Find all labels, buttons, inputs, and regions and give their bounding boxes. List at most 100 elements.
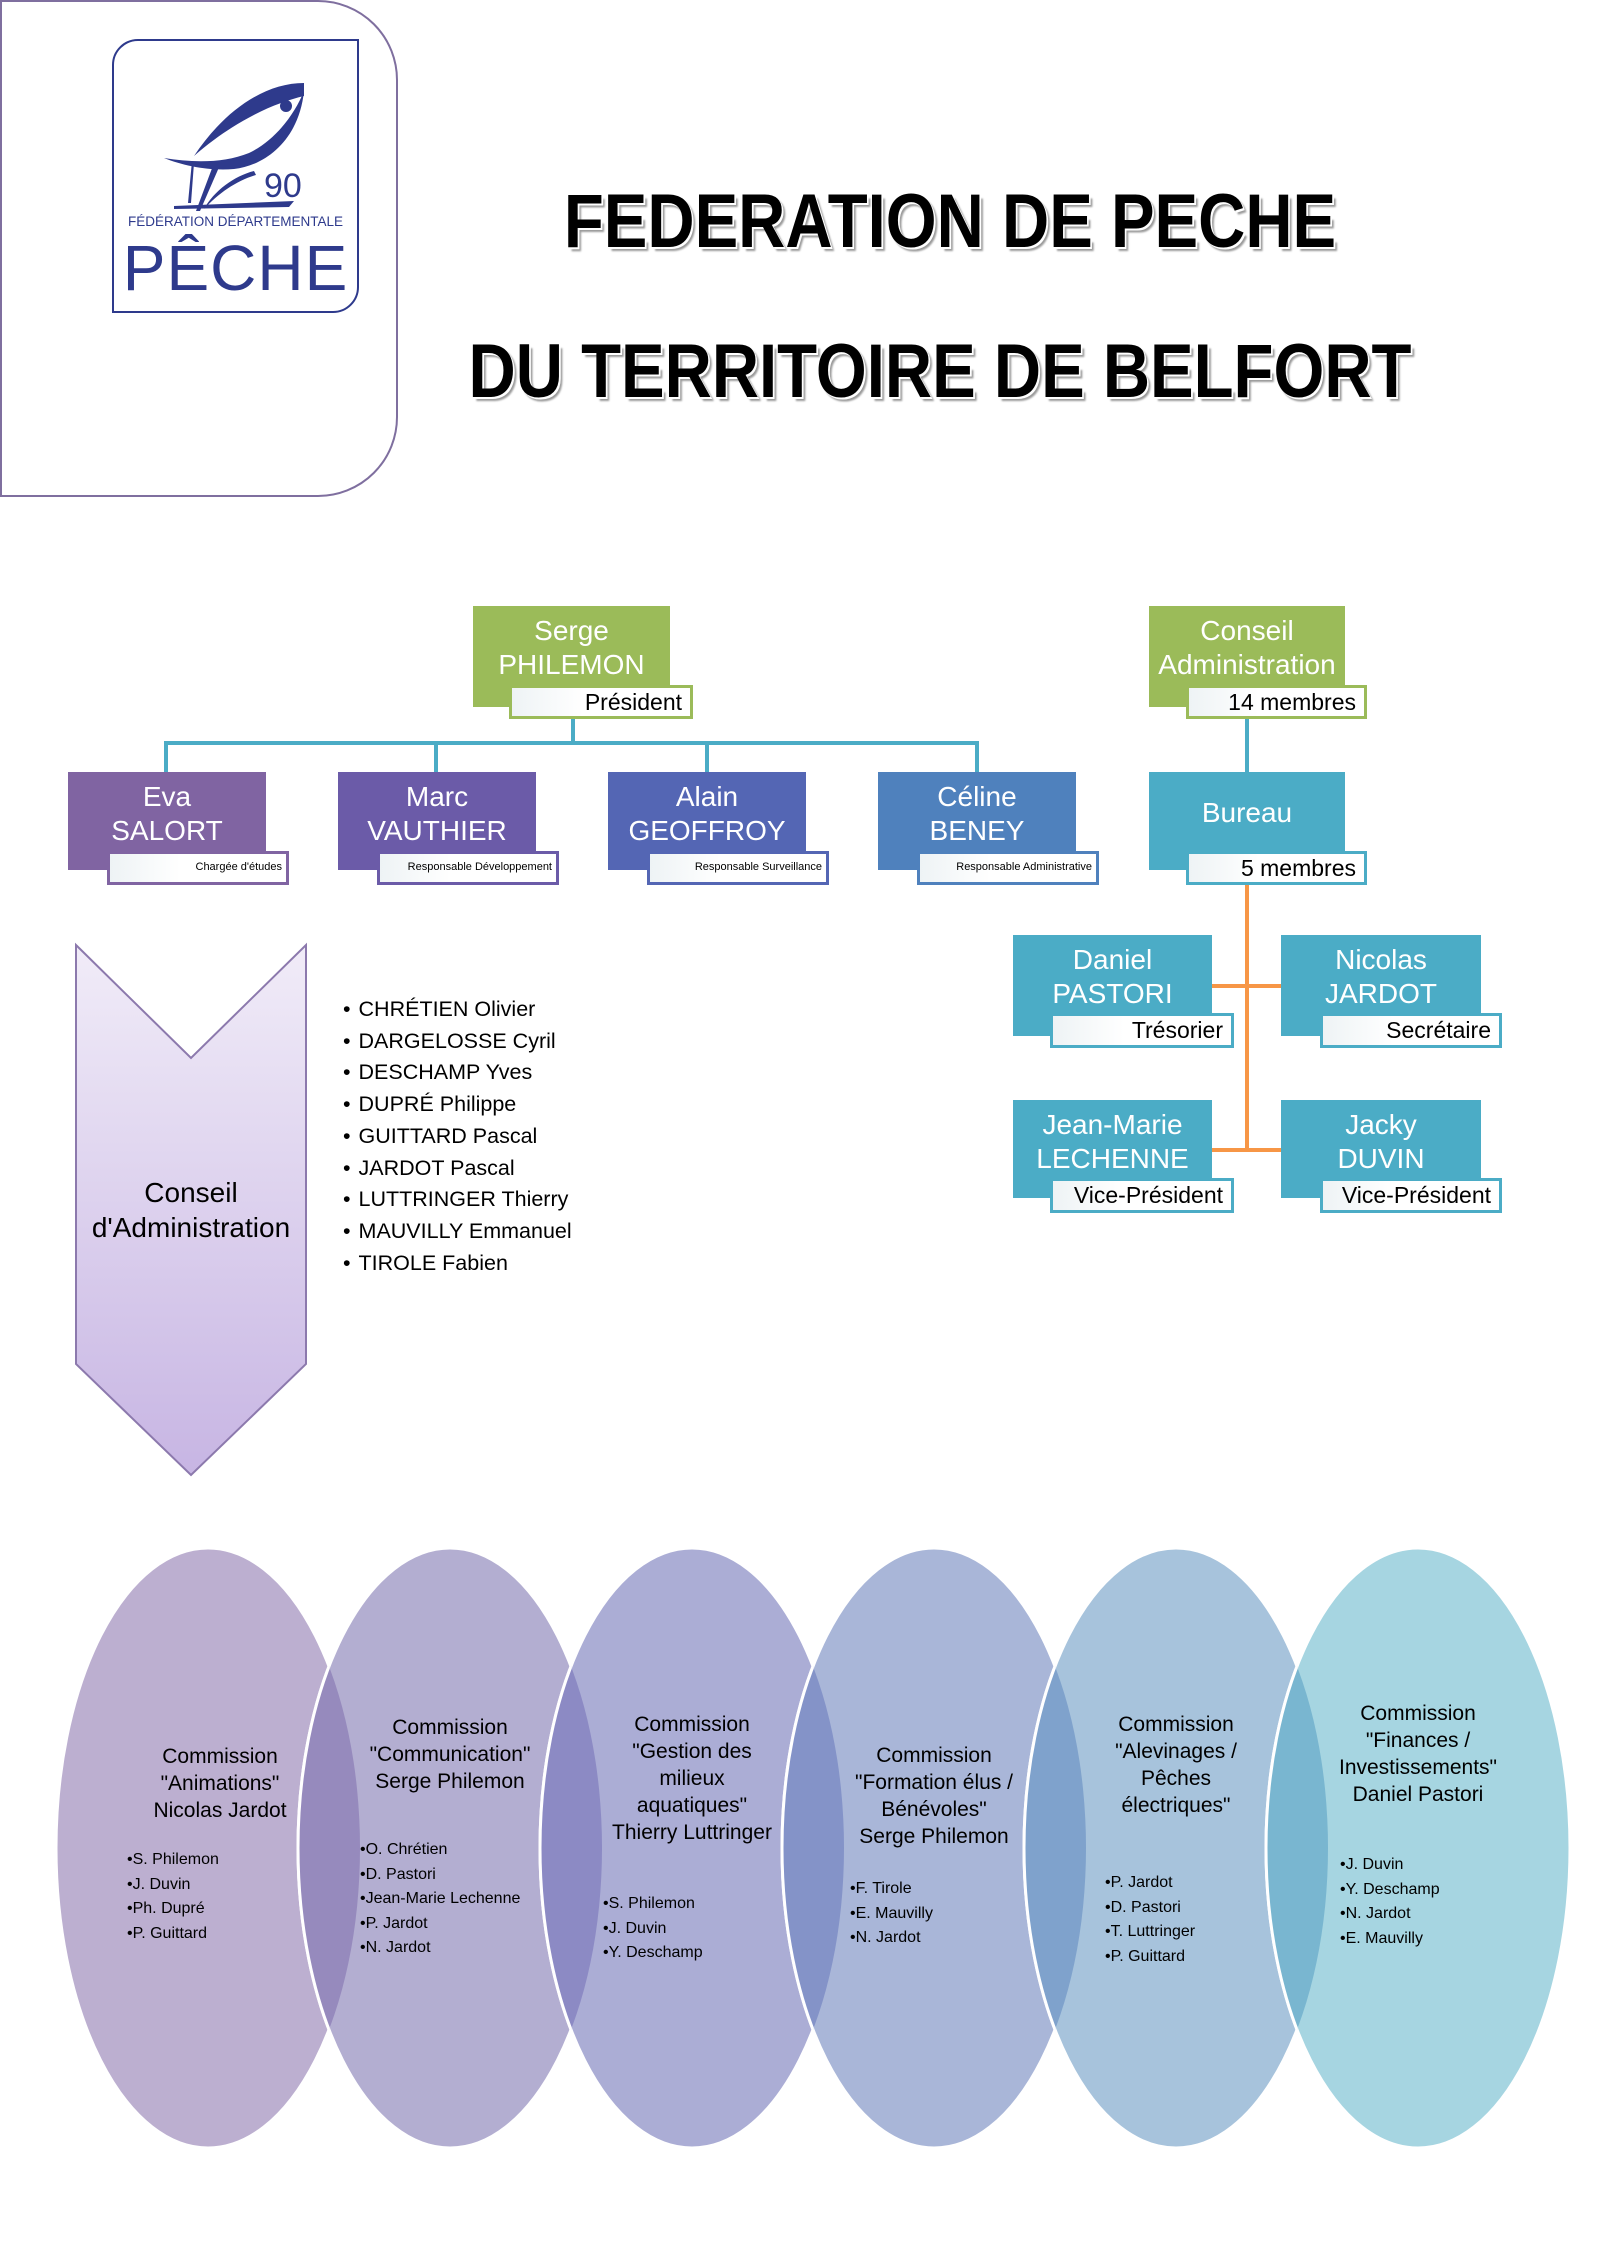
connector [975,741,979,772]
member-last-name: JARDOT [1325,978,1437,1009]
commission-members: S. PhilemonJ. DuvinY. Deschamp [603,1892,703,1966]
chevron-label-line-2: d'Administration [91,1212,291,1243]
commission-title: Commission"Animations"Nicolas Jardot [105,1743,335,1824]
staff-last-name: VAUTHIER [367,815,507,846]
page-title-line-1: FEDERATION DE PECHE [563,179,1337,264]
member-role: Trésorier [1050,1013,1234,1048]
list-item: D. Pastori [1105,1896,1195,1921]
list-item: O. Chrétien [360,1838,520,1863]
list-item: J. Duvin [603,1917,703,1942]
conseil-line-1: Conseil [1200,615,1294,646]
commission-title-line: aquatiques" [636,1794,748,1817]
list-item: J. Duvin [127,1873,219,1898]
president-last-name: PHILEMON [498,649,645,680]
commission-members: F. TiroleE. MauvillyN. Jardot [850,1877,933,1951]
commission-members: S. PhilemonJ. DuvinPh. DupréP. Guittard [127,1848,219,1946]
commission-title-line: "Animations" [160,1772,280,1795]
connector [705,741,709,772]
connector [164,741,168,772]
connector [164,741,979,745]
staff-first-name: Alain [675,781,739,812]
list-item: JARDOT Pascal [343,1153,572,1185]
commission-overlap-edge [296,1548,360,2148]
member-first-name: Jacky [1345,1109,1417,1140]
member-last-name: DUVIN [1337,1143,1425,1174]
list-item: P. Guittard [127,1922,219,1947]
logo-subtitle: FÉDÉRATION DÉPARTEMENTALE [127,214,344,229]
commission-title-line: Daniel Pastori [1352,1783,1484,1806]
list-item: Y. Deschamp [603,1941,703,1966]
svg-text:90: 90 [264,167,302,205]
member-first-name: Nicolas [1335,944,1427,975]
commission-title-line: Commission [634,1713,750,1736]
list-item: Jean-Marie Lechenne [360,1887,521,1912]
commission-title-line: Commission [876,1744,992,1767]
list-item: MAUVILLY Emmanuel [343,1216,572,1248]
chevron-label-line-1: Conseil [144,1177,238,1208]
list-item: DARGELOSSE Cyril [343,1026,572,1058]
list-item: P. Jardot [360,1912,520,1937]
list-item: S. Philemon [603,1892,703,1917]
conseil-member-count: 14 membres [1186,685,1367,719]
connector [571,719,575,745]
list-item: S. Philemon [127,1848,219,1873]
list-item: P. Jardot [1105,1871,1195,1896]
staff-role: Responsable Développement [377,851,559,885]
commission-title-line: Bénévoles" [881,1798,987,1821]
bureau-title: Bureau [1201,797,1293,828]
fish-icon: 90 [164,83,304,211]
connector [1212,1148,1281,1152]
staff-last-name: BENEY [929,815,1025,846]
list-item: P. Guittard [1105,1945,1195,1970]
commission-title-line: "Communication" [369,1743,531,1766]
staff-role: Responsable Surveillance [647,851,829,885]
page-title-line-2: DU TERRITOIRE DE BELFORT [468,329,1412,414]
member-first-name: Jean-Marie [1042,1109,1183,1140]
commission-overlap-edge [538,1548,602,2148]
list-item: N. Jardot [360,1936,520,1961]
commission-members: P. JardotD. PastoriT. LuttringerP. Guitt… [1105,1871,1195,1969]
commission-title: Commission"Formation élus /Bénévoles"Ser… [819,1742,1049,1850]
conseil-chevron [75,942,307,1477]
member-role: Vice-Président [1050,1178,1234,1213]
member-last-name: LECHENNE [1036,1143,1189,1174]
commission-members: O. ChrétienD. PastoriJean-Marie Lechenne… [360,1838,521,1961]
commission-title-line: "Alevinages / [1115,1740,1237,1763]
commission-title-line: Nicolas Jardot [153,1799,287,1822]
commission-title-line: Commission [392,1716,508,1739]
list-item: Ph. Dupré [127,1897,219,1922]
federation-logo: 90 FÉDÉRATION DÉPARTEMENTALE PÊCHE [112,39,359,313]
staff-first-name: Eva [142,781,192,812]
commission-title-line: Serge Philemon [375,1770,525,1793]
commission-title: Commission"Finances /Investissements"Dan… [1303,1700,1533,1808]
staff-last-name: SALORT [111,815,223,846]
conseil-members-panel [0,0,398,497]
member-role: Secrétaire [1320,1013,1502,1048]
list-item: Y. Deschamp [1340,1878,1440,1903]
commission-title-line: milieux [659,1767,725,1790]
list-item: TIROLE Fabien [343,1248,572,1280]
conseil-line-2: Administration [1158,649,1336,680]
president-role: Président [509,685,693,719]
staff-first-name: Marc [405,781,469,812]
connector [434,741,438,772]
commission-title-line: Pêches [1140,1767,1212,1790]
list-item: DUPRÉ Philippe [343,1089,572,1121]
conseil-chevron-label: Conseil d'Administration [76,1175,306,1245]
member-role: Vice-Président [1320,1178,1502,1213]
commission-title-line: Investissements" [1338,1756,1497,1779]
member-first-name: Daniel [1072,944,1153,975]
commission-overlap-edge [1264,1548,1328,2148]
commission-title: Commission "Communication" Serge Philemon [335,1714,565,1795]
list-item: LUTTRINGER Thierry [343,1184,572,1216]
commission-title-line: Thierry Luttringer [612,1821,772,1844]
list-item: T. Luttringer [1105,1920,1195,1945]
staff-role: Responsable Administrative [917,851,1099,885]
list-item: E. Mauvilly [1340,1927,1440,1952]
commission-title-line: Serge Philemon [859,1825,1009,1848]
president-first-name: Serge [534,615,609,646]
list-item: D. Pastori [360,1863,520,1888]
list-item: N. Jardot [850,1926,933,1951]
